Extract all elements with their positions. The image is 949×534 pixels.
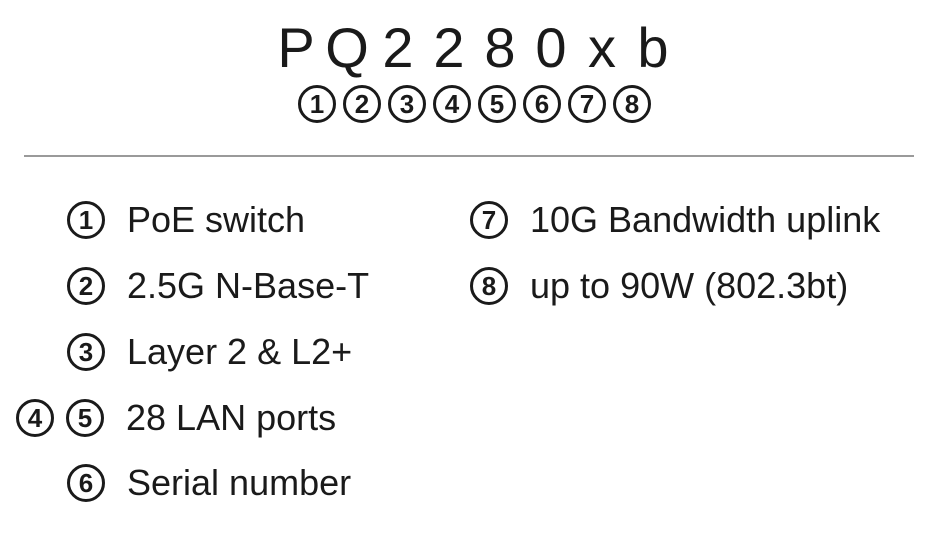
legend-number: 3: [67, 333, 105, 371]
model-char: 2: [433, 16, 465, 79]
divider: [24, 155, 914, 157]
position-marker: 8: [613, 85, 651, 123]
model-char: x: [588, 16, 616, 79]
legend-item-1: 1 PoE switch: [67, 198, 305, 242]
legend-number: 1: [67, 201, 105, 239]
position-marker: 4: [433, 85, 471, 123]
legend-number: 8: [470, 267, 508, 305]
position-marker: 7: [568, 85, 606, 123]
legend-label: up to 90W (802.3bt): [530, 265, 849, 306]
legend-number: 5: [66, 399, 104, 437]
legend-label: 28 LAN ports: [126, 397, 337, 438]
model-char: 2: [382, 16, 414, 79]
model-char: 8: [484, 16, 516, 79]
position-marker: 3: [388, 85, 426, 123]
legend-number: 4: [16, 399, 54, 437]
legend-item-3: 3 Layer 2 & L2+: [67, 330, 352, 374]
model-char: b: [637, 16, 669, 79]
legend-label: 2.5G N-Base-T: [127, 265, 370, 306]
legend-item-4-5: 4 5 28 LAN ports: [16, 396, 336, 440]
legend-number: 7: [470, 201, 508, 239]
position-marker: 5: [478, 85, 516, 123]
legend-label: Layer 2 & L2+: [127, 331, 353, 372]
legend-number: 6: [67, 464, 105, 502]
model-char: P: [277, 16, 315, 79]
legend-label: 10G Bandwidth uplink: [530, 199, 881, 240]
position-marker: 6: [523, 85, 561, 123]
legend-item-7: 7 10G Bandwidth uplink: [470, 198, 880, 242]
model-char: 0: [535, 16, 567, 79]
legend-number: 2: [67, 267, 105, 305]
legend-item-6: 6 Serial number: [67, 461, 351, 505]
model-char: Q: [325, 16, 369, 79]
legend-label: PoE switch: [127, 199, 306, 240]
legend-item-8: 8 up to 90W (802.3bt): [470, 264, 848, 308]
position-marker: 2: [343, 85, 381, 123]
position-marker: 1: [298, 85, 336, 123]
legend-item-2: 2 2.5G N-Base-T: [67, 264, 369, 308]
position-markers: 1 2 3 4 5 6 7 8: [0, 85, 949, 123]
legend-label: Serial number: [127, 462, 352, 503]
